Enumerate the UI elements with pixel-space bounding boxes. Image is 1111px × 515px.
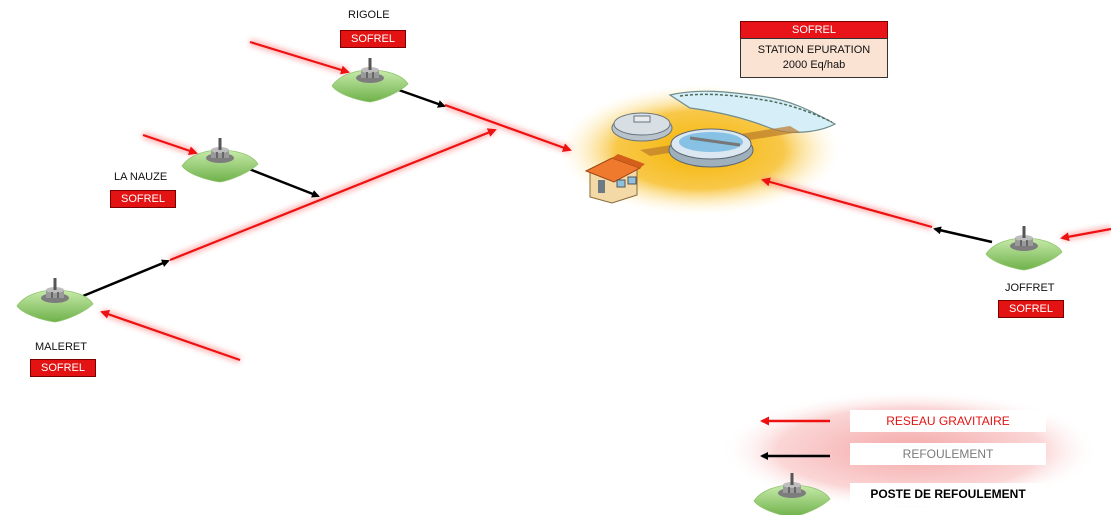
pump-station-icon[interactable] bbox=[985, 225, 1063, 271]
sofrel-badge-maleret[interactable]: SOFREL bbox=[30, 359, 96, 377]
legend-gravity-label: RESEAU GRAVITAIRE bbox=[850, 410, 1046, 432]
station-name: STATION EPURATION bbox=[757, 44, 871, 56]
sofrel-badge-rigole[interactable]: SOFREL bbox=[340, 30, 406, 48]
sofrel-badge-joffret[interactable]: SOFREL bbox=[998, 300, 1064, 318]
legend-pump-station-label: POSTE DE REFOULEMENT bbox=[850, 483, 1046, 505]
station-sofrel-badge[interactable]: SOFREL bbox=[740, 21, 888, 38]
sofrel-badge-la-nauze[interactable]: SOFREL bbox=[110, 190, 176, 208]
station-name-rigole: RIGOLE bbox=[348, 9, 390, 21]
treatment-plant-icon bbox=[584, 112, 800, 204]
station-name-joffret: JOFFRET bbox=[1005, 282, 1055, 294]
station-name-maleret: MALERET bbox=[35, 341, 87, 353]
pump-station-icon[interactable] bbox=[331, 57, 409, 103]
station-info-box: STATION EPURATION 2000 Eq/hab bbox=[740, 38, 888, 78]
pump-station-icon[interactable] bbox=[181, 137, 259, 183]
legend-discharge-label: REFOULEMENT bbox=[850, 443, 1046, 465]
pump-station-icon[interactable] bbox=[16, 277, 94, 323]
station-capacity: 2000 Eq/hab bbox=[782, 59, 846, 71]
river-bank bbox=[679, 93, 833, 123]
river bbox=[668, 90, 837, 133]
station-name-la-nauze: LA NAUZE bbox=[114, 171, 168, 183]
discharge-lines bbox=[82, 87, 993, 298]
gravity-lines bbox=[100, 39, 1111, 363]
